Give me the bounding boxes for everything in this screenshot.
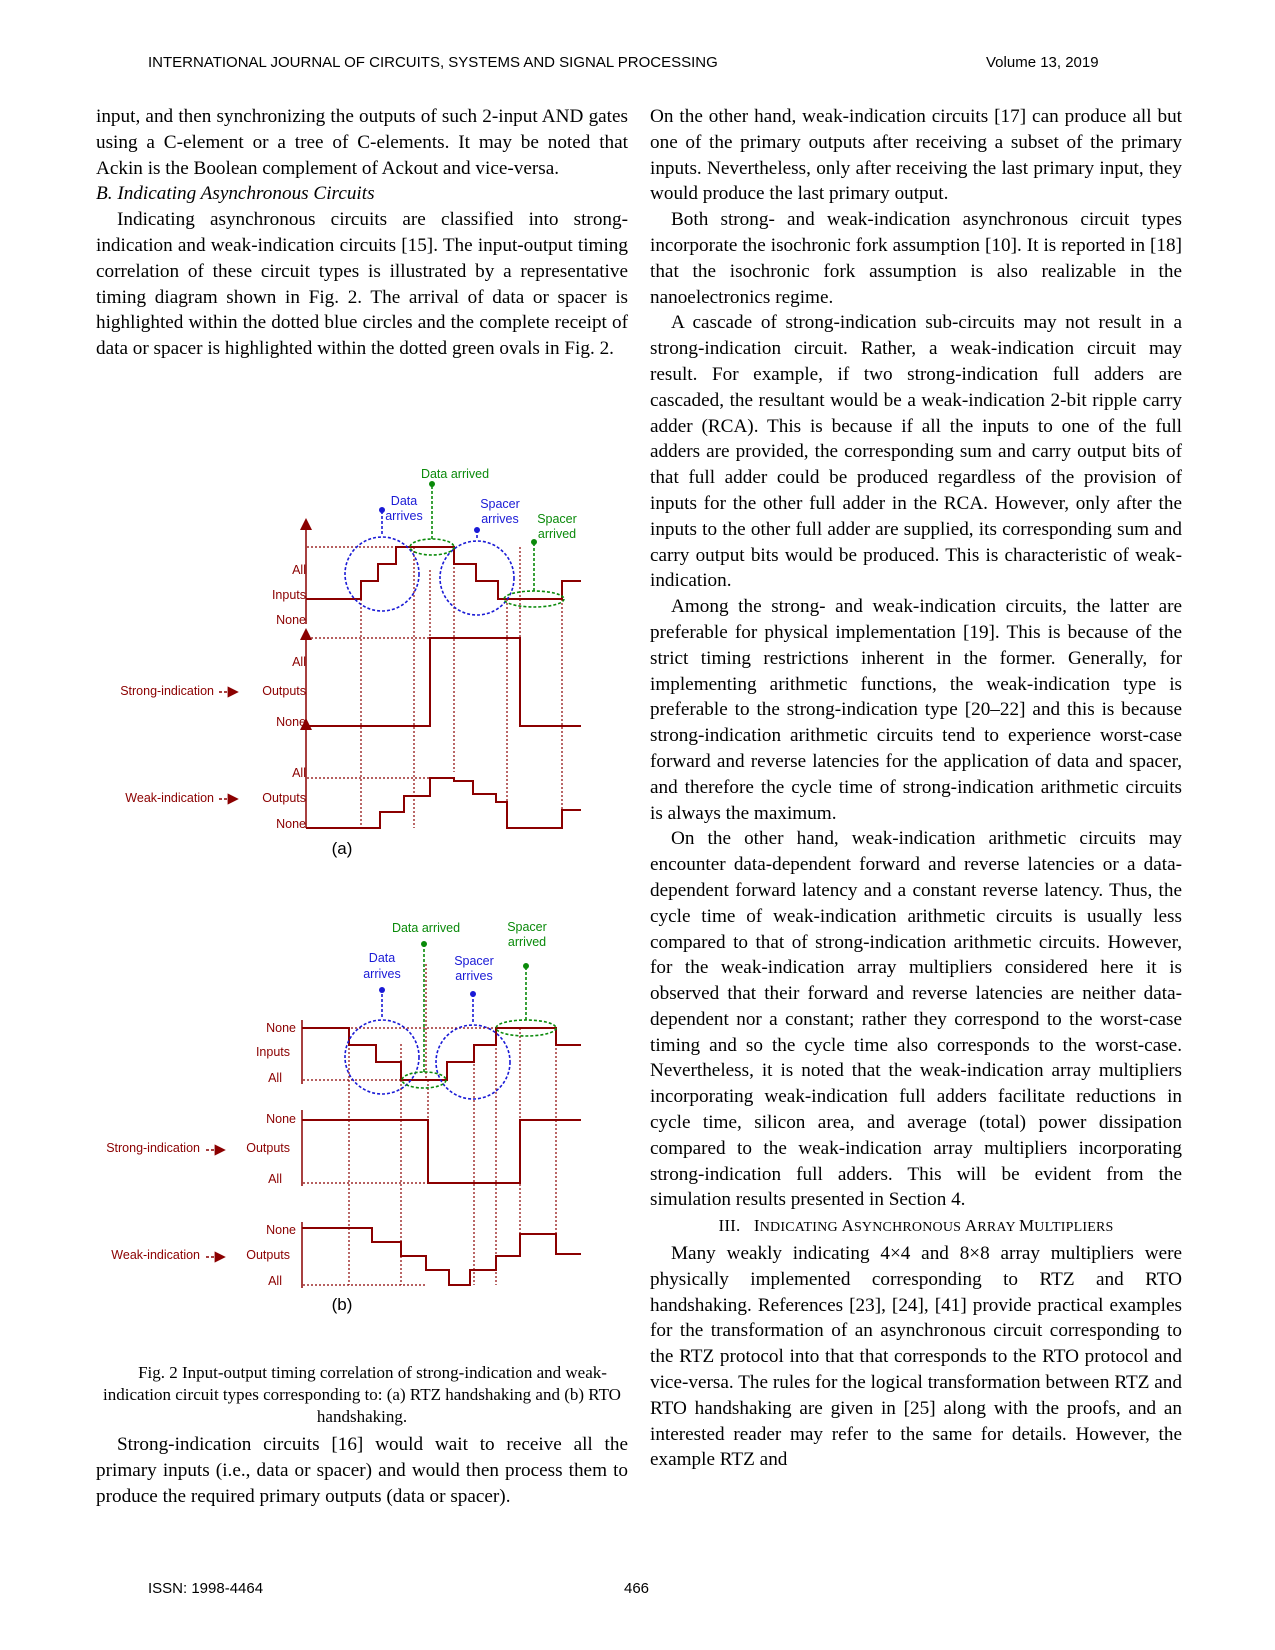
paragraph: Both strong- and weak-indication asynchr… bbox=[650, 209, 1182, 308]
spacer-arrived-label: Spacer bbox=[537, 512, 577, 526]
spacer-arrives-label: arrives bbox=[481, 512, 519, 526]
axis-name-label: Inputs bbox=[256, 1045, 290, 1059]
section-title-part: RRAY bbox=[977, 1220, 1019, 1236]
left-column-bottom: Fig. 2 Input-output timing correlation o… bbox=[96, 1362, 628, 1509]
timing-diagram-b: Data arrived Data arrives Spacer arrives… bbox=[106, 920, 581, 1314]
volume-header: Volume 13, 2019 bbox=[986, 54, 1099, 71]
axis-level-label: None bbox=[276, 817, 306, 831]
axis-name-label: Inputs bbox=[272, 588, 306, 602]
axis-level-label: All bbox=[292, 766, 306, 780]
timing-diagram-a: Data arrived Data arrives Spacer arrives… bbox=[120, 467, 581, 858]
paragraph: On the other hand, weak-indication circu… bbox=[650, 106, 1182, 205]
axis-level-label: None bbox=[276, 715, 306, 729]
section-number: III. bbox=[718, 1216, 741, 1236]
section-title-part: NDICATING bbox=[759, 1220, 842, 1236]
spacer-arrived-label: arrived bbox=[538, 527, 576, 541]
axis-level-label: All bbox=[292, 563, 306, 577]
axis-name-label: Outputs bbox=[262, 791, 306, 805]
axis-level-label: None bbox=[276, 613, 306, 627]
journal-header: INTERNATIONAL JOURNAL OF CIRCUITS, SYSTE… bbox=[148, 54, 718, 71]
paragraph: Strong-indication circuits [16] would wa… bbox=[96, 1434, 628, 1507]
figure-caption: Fig. 2 Input-output timing correlation o… bbox=[103, 1363, 621, 1426]
section-title-part: SYNCHRONOUS bbox=[853, 1220, 965, 1236]
data-arrived-label: Data arrived bbox=[392, 921, 460, 935]
paragraph: Many weakly indicating 4×4 and 8×8 array… bbox=[650, 1243, 1182, 1471]
section-title-part: A bbox=[841, 1216, 854, 1236]
section-heading: III. INDICATING ASYNCHRONOUS ARRAY MULTI… bbox=[650, 1213, 1182, 1241]
paragraph: input, and then synchronizing the output… bbox=[96, 106, 628, 179]
weak-indication-label: Weak-indication bbox=[111, 1248, 200, 1262]
spacer-arrives-label: arrives bbox=[455, 969, 493, 983]
paragraph: A cascade of strong-indication sub-circu… bbox=[650, 312, 1182, 592]
section-title-part: ULTIPLIERS bbox=[1034, 1220, 1114, 1236]
axis-level-label: All bbox=[268, 1071, 282, 1085]
axis-level-label: None bbox=[266, 1021, 296, 1035]
axis-level-label: None bbox=[266, 1112, 296, 1126]
spacer-arrives-label: Spacer bbox=[454, 954, 494, 968]
figure-2: Data arrived Data arrives Spacer arrives… bbox=[96, 452, 628, 1324]
section-subheading: B. Indicating Asynchronous Circuits bbox=[96, 183, 375, 205]
issn-footer: ISSN: 1998-4464 bbox=[148, 1580, 264, 1597]
left-column: input, and then synchronizing the output… bbox=[96, 104, 628, 362]
section-title-part: M bbox=[1018, 1216, 1035, 1236]
data-arrived-label: Data arrived bbox=[421, 467, 489, 481]
axis-level-label: All bbox=[292, 655, 306, 669]
axis-name-label: Outputs bbox=[246, 1248, 290, 1262]
paragraph: Among the strong- and weak-indication ci… bbox=[650, 596, 1182, 824]
spacer-arrives-label: Spacer bbox=[480, 497, 520, 511]
data-arrives-label: arrives bbox=[385, 509, 423, 523]
section-title-part: A bbox=[964, 1216, 978, 1236]
axis-name-label: Outputs bbox=[262, 684, 306, 698]
axis-name-label: Outputs bbox=[246, 1141, 290, 1155]
spacer-arrived-label: Spacer bbox=[507, 920, 547, 934]
paragraph: On the other hand, weak-indication arith… bbox=[650, 828, 1182, 1211]
axis-level-label: None bbox=[266, 1223, 296, 1237]
axis-level-label: All bbox=[268, 1172, 282, 1186]
axis-level-label: All bbox=[268, 1274, 282, 1288]
panel-b-label: (b) bbox=[332, 1295, 353, 1314]
strong-indication-label: Strong-indication bbox=[106, 1141, 200, 1155]
spacer-arrived-label: arrived bbox=[508, 935, 546, 949]
right-column: On the other hand, weak-indication circu… bbox=[650, 104, 1182, 1473]
paragraph: Indicating asynchronous circuits are cla… bbox=[96, 209, 628, 360]
weak-indication-label: Weak-indication bbox=[125, 791, 214, 805]
data-arrives-label: Data bbox=[369, 951, 395, 965]
strong-indication-label: Strong-indication bbox=[120, 684, 214, 698]
panel-a-label: (a) bbox=[332, 839, 353, 858]
data-arrives-label: arrives bbox=[363, 967, 401, 981]
data-arrives-label: Data bbox=[391, 494, 417, 508]
page-number: 466 bbox=[624, 1580, 650, 1597]
section-title-part: I bbox=[753, 1216, 760, 1236]
